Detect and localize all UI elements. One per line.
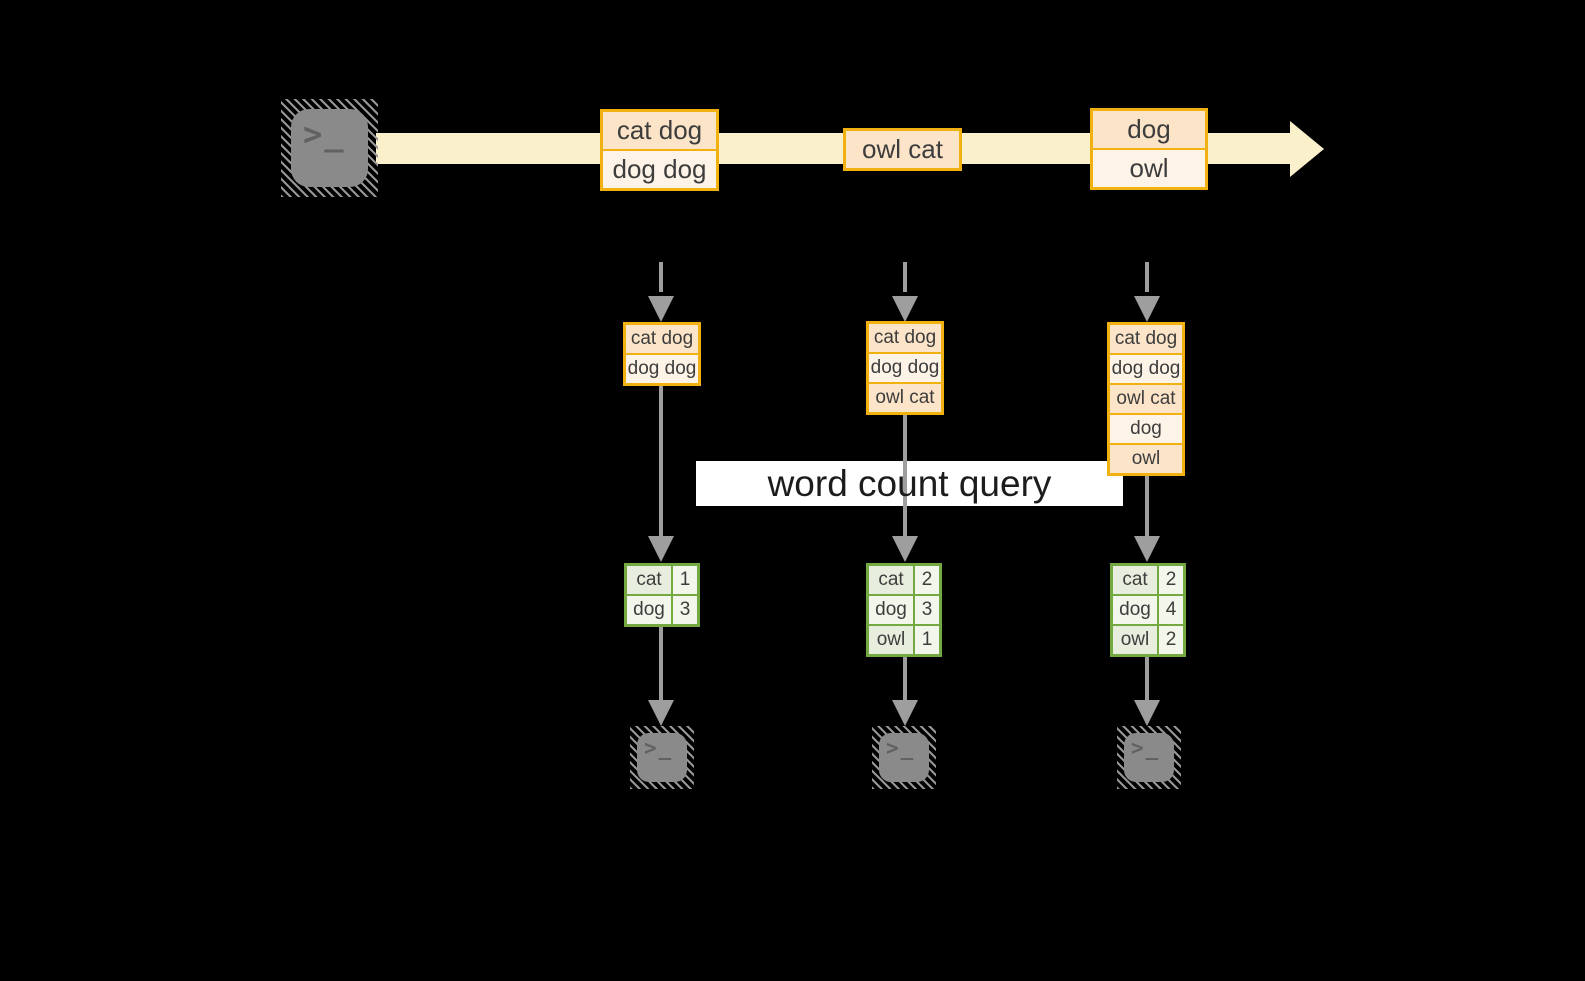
connector-line [1145, 476, 1149, 536]
stream-event-row: cat dog [603, 112, 716, 149]
terminal-output-icon: >_ [872, 726, 936, 789]
connector-line [903, 657, 907, 700]
terminal-source-icon: >_ [281, 99, 378, 197]
arrowhead-icon [1134, 536, 1160, 562]
buffered-event-row: dog dog [1110, 353, 1182, 383]
buffered-event-row: dog dog [626, 353, 698, 383]
count-value-cell: 1 [673, 566, 697, 594]
terminal-output-screen: >_ [879, 733, 929, 782]
terminal-prompt-glyph: >_ [644, 736, 674, 760]
connector-line [659, 627, 663, 700]
terminal-prompt-glyph: >_ [886, 736, 916, 760]
terminal-output-icon: >_ [1117, 726, 1181, 789]
buffered-event-row: dog dog [869, 352, 941, 382]
count-word-cell: owl [869, 626, 913, 654]
arrowhead-icon [648, 700, 674, 726]
connector-line [1145, 657, 1149, 700]
dashed-arrowhead-icon [648, 296, 674, 322]
dashed-arrowhead-icon [1134, 296, 1160, 322]
buffered-event-row: cat dog [626, 325, 698, 353]
terminal-output-screen: >_ [1124, 733, 1174, 782]
buffered-event-row: owl cat [1110, 383, 1182, 413]
count-value-cell: 1 [915, 626, 939, 654]
arrowhead-icon [892, 536, 918, 562]
arrowhead-icon [1134, 700, 1160, 726]
dashed-arrow-line [1145, 262, 1149, 292]
query-label: word count query [767, 462, 1052, 504]
arrowhead-icon [648, 536, 674, 562]
count-word-cell: owl [1113, 626, 1157, 654]
dashed-arrow-line [903, 262, 907, 292]
count-word-cell: dog [1113, 596, 1157, 624]
count-word-cell: cat [1113, 566, 1157, 594]
stream-event-row: dog [1093, 111, 1205, 148]
stream-event-row: owl [1093, 148, 1205, 187]
count-value-cell: 2 [1159, 626, 1183, 654]
count-value-cell: 2 [1159, 566, 1183, 594]
dashed-arrow-line [659, 262, 663, 292]
count-value-cell: 4 [1159, 596, 1183, 624]
buffered-event-row: owl [1110, 443, 1182, 473]
stream-event-row: owl cat [846, 131, 959, 168]
stream-event-box: owl cat [843, 128, 962, 171]
count-word-cell: dog [627, 596, 671, 624]
terminal-source-screen: >_ [291, 109, 368, 187]
buffered-event-row: cat dog [869, 324, 941, 352]
count-word-cell: cat [869, 566, 913, 594]
stream-event-row: dog dog [603, 149, 716, 188]
connector-line [659, 386, 663, 536]
query-label-band [696, 461, 1123, 506]
arrowhead-icon [892, 700, 918, 726]
count-word-cell: cat [627, 566, 671, 594]
count-value-cell: 3 [673, 596, 697, 624]
stream-arrowhead-icon [1290, 121, 1324, 177]
count-word-cell: dog [869, 596, 913, 624]
buffered-event-row: owl cat [869, 382, 941, 412]
buffered-event-row: dog [1110, 413, 1182, 443]
dashed-arrowhead-icon [892, 296, 918, 322]
count-value-cell: 2 [915, 566, 939, 594]
terminal-prompt-glyph: >_ [1131, 736, 1161, 760]
connector-line [903, 415, 907, 536]
count-value-cell: 3 [915, 596, 939, 624]
terminal-output-icon: >_ [630, 726, 694, 789]
buffered-event-row: cat dog [1110, 325, 1182, 353]
terminal-output-screen: >_ [637, 733, 687, 782]
terminal-prompt-glyph: >_ [303, 115, 346, 153]
